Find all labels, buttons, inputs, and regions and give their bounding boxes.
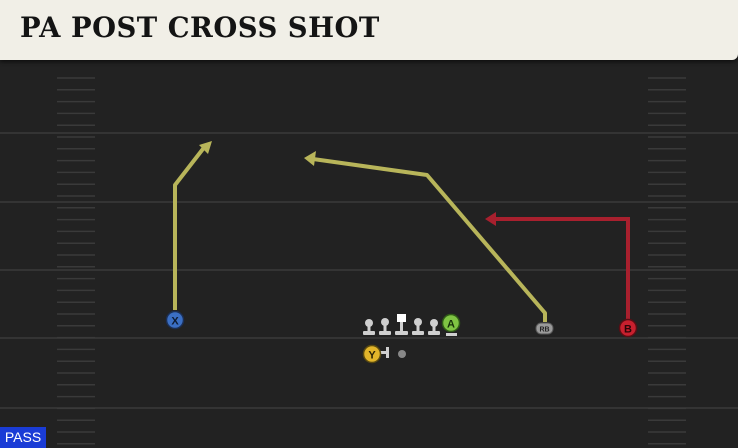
route-x-arrowhead xyxy=(199,141,212,154)
player-rb-label: RB xyxy=(539,327,549,334)
player-x[interactable]: X xyxy=(165,310,185,330)
lineman-center xyxy=(395,314,408,335)
route-x xyxy=(173,141,212,310)
lineman-right-tackle xyxy=(428,319,440,335)
play-diagram-svg: X Y A RB B xyxy=(0,77,738,445)
y-stance-marker xyxy=(380,347,389,358)
play-title: PA POST CROSS SHOT xyxy=(20,11,380,44)
player-a[interactable]: A xyxy=(441,313,461,337)
route-rb-arrowhead xyxy=(304,151,316,166)
player-b[interactable]: B xyxy=(618,318,638,338)
player-b-label: B xyxy=(624,324,632,336)
route-b-arrowhead xyxy=(485,212,496,226)
play-type-badge: PASS xyxy=(0,427,46,448)
player-y[interactable]: Y xyxy=(362,344,382,364)
lineman-left-guard xyxy=(379,318,391,335)
route-b xyxy=(485,212,630,322)
quarterback-dot xyxy=(398,350,406,358)
player-a-label: A xyxy=(447,319,455,331)
play-header: PA POST CROSS SHOT xyxy=(0,0,738,60)
yard-lines xyxy=(0,132,738,409)
field-diagram: X Y A RB B xyxy=(0,60,738,448)
offensive-line xyxy=(363,314,440,335)
hash-marks xyxy=(57,77,686,445)
player-rb[interactable]: RB xyxy=(535,322,554,335)
player-y-label: Y xyxy=(368,350,376,362)
player-a-stance xyxy=(446,333,457,336)
player-x-label: X xyxy=(171,316,179,328)
lineman-left-tackle xyxy=(363,319,375,335)
route-rb xyxy=(304,151,547,322)
lineman-right-guard xyxy=(412,318,424,335)
